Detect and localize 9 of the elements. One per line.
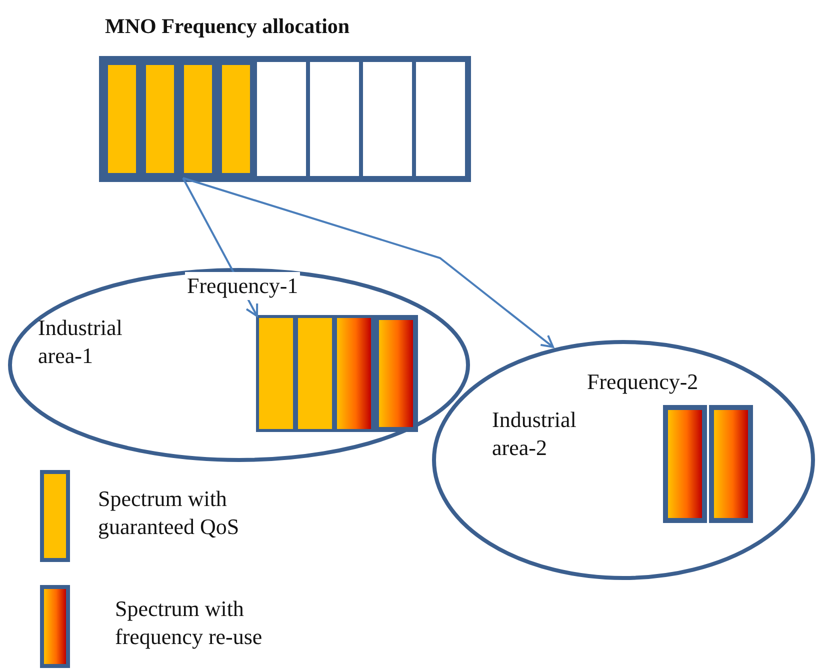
- area-label: Industrial area-2: [492, 406, 578, 461]
- industrial-area-ellipse: [432, 340, 815, 580]
- frequency-label: Frequency-1: [185, 272, 300, 300]
- industrial-area-ellipse: [8, 268, 470, 462]
- allocation-label: MNO Frequency allocation: [105, 13, 350, 40]
- legend-text: Spectrum with frequency re-use: [115, 595, 264, 650]
- legend-text: Spectrum with guaranteed QoS: [98, 485, 240, 540]
- arrow: [182, 177, 554, 348]
- area-label: Industrial area-1: [38, 314, 124, 369]
